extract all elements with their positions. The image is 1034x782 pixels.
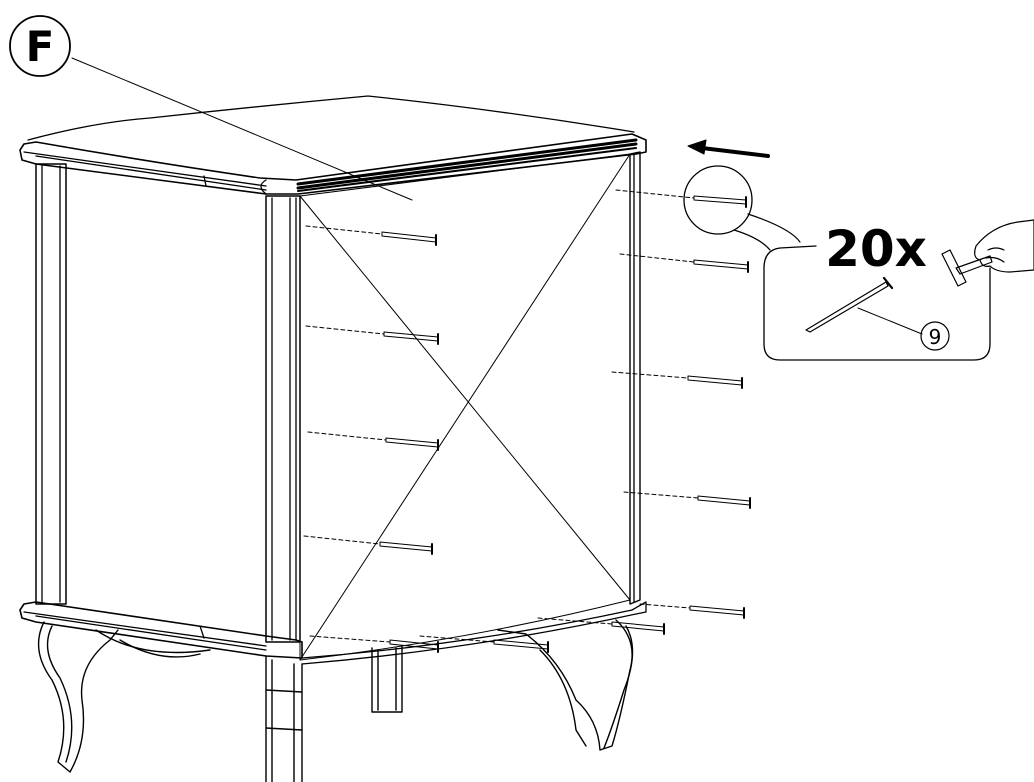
quantity-label: 20x bbox=[825, 220, 927, 278]
nails-right-column bbox=[611, 189, 751, 619]
nail-icon bbox=[619, 253, 749, 273]
nail-icon bbox=[639, 603, 745, 619]
nail-icon bbox=[623, 491, 751, 509]
callout-box: 20x 9 bbox=[763, 219, 1034, 361]
cabinet-legs bbox=[37, 619, 634, 782]
arrow-left-icon bbox=[687, 139, 770, 158]
hammer-icon bbox=[941, 219, 1034, 287]
nail-icon bbox=[805, 276, 894, 333]
nail-icon bbox=[419, 635, 549, 653]
nail-icon bbox=[307, 431, 439, 451]
nail-icon bbox=[537, 617, 665, 635]
step-label: F bbox=[26, 22, 55, 71]
nail-icon bbox=[615, 189, 747, 208]
part-leader-line bbox=[857, 307, 923, 335]
cabinet-bottom bbox=[19, 601, 647, 665]
part-number: 9 bbox=[929, 325, 942, 349]
nail-icon bbox=[309, 635, 439, 653]
panel-diagonal bbox=[299, 153, 631, 661]
nail-icon bbox=[305, 325, 439, 345]
corner-post bbox=[265, 195, 301, 643]
nails-left-column bbox=[303, 225, 665, 653]
nail-icon bbox=[305, 225, 437, 246]
front-left-leg bbox=[37, 621, 119, 773]
back-panel bbox=[299, 153, 631, 661]
front-leg bbox=[265, 655, 303, 782]
back-right-leg bbox=[497, 619, 633, 751]
back-post bbox=[629, 151, 641, 605]
back-inner-leg bbox=[371, 645, 403, 713]
panel-diagonal bbox=[299, 195, 631, 601]
zoom-circle bbox=[683, 165, 753, 235]
nail-icon bbox=[303, 535, 433, 555]
left-front-post bbox=[35, 163, 67, 605]
hand bbox=[974, 219, 1034, 273]
cabinet-top bbox=[19, 95, 647, 195]
zoom-detail bbox=[683, 165, 801, 251]
cabinet bbox=[19, 95, 647, 782]
nail-icon bbox=[611, 371, 743, 389]
part-number-badge bbox=[920, 321, 950, 351]
